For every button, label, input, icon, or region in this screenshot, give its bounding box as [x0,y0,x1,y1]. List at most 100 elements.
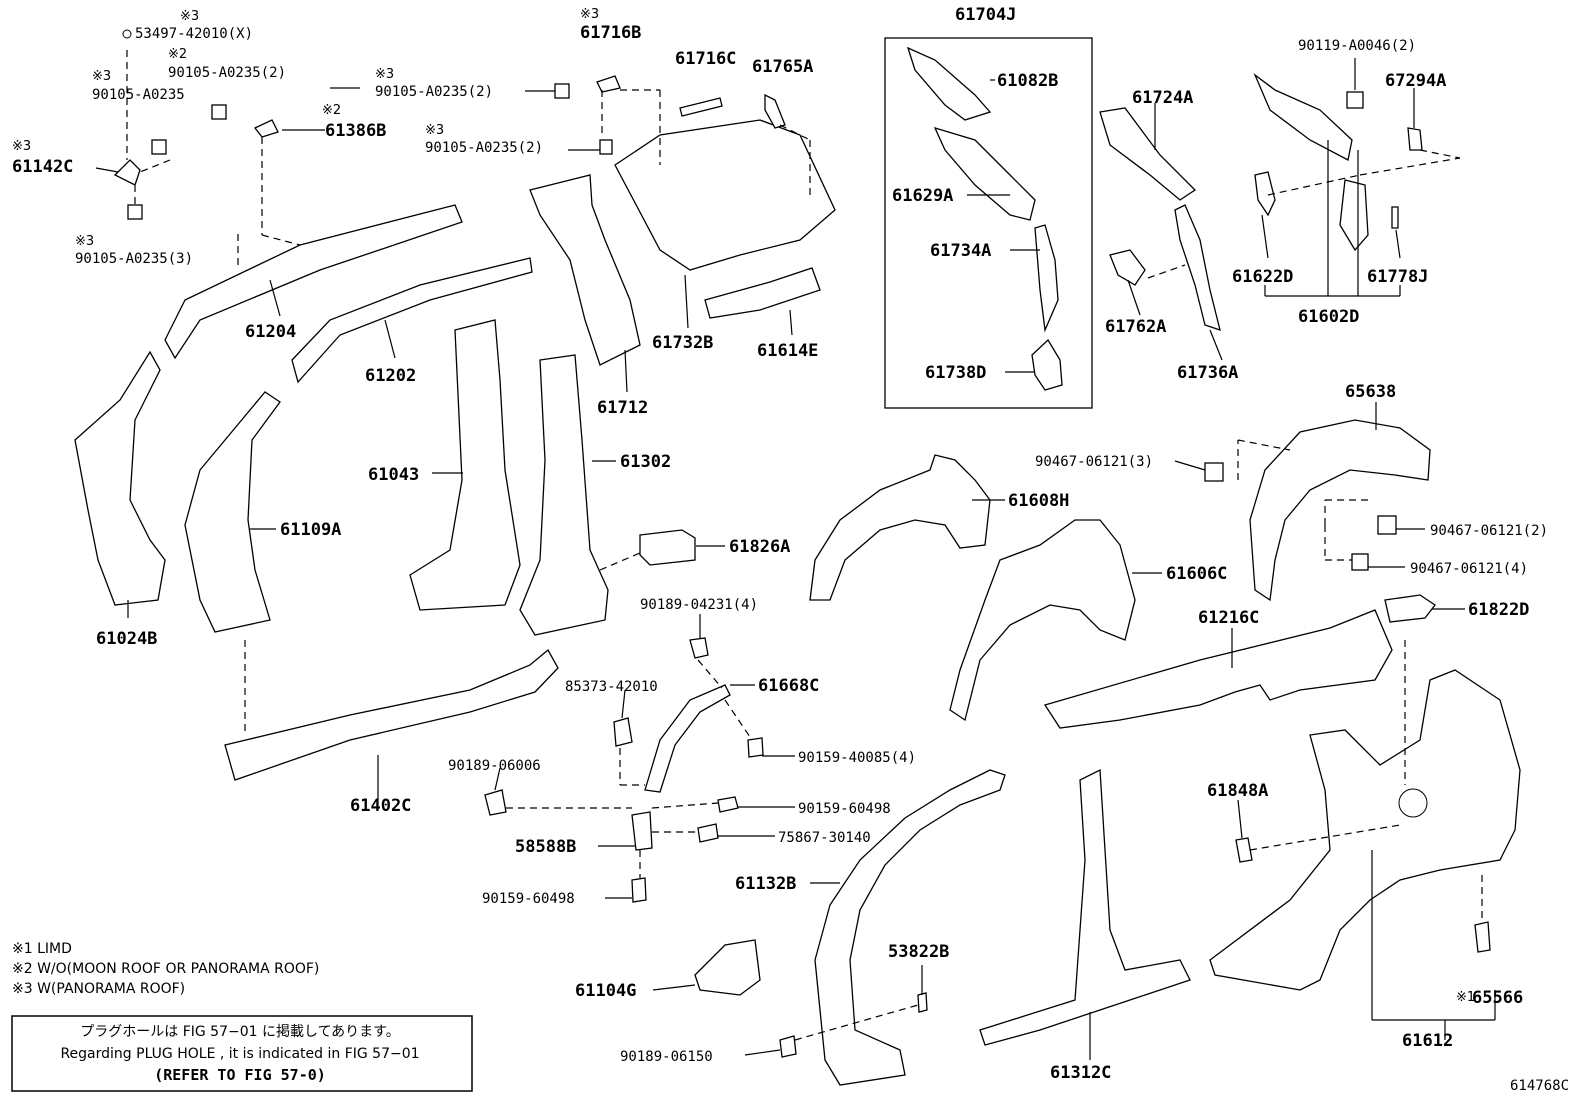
label-61402c: 61402C [350,796,411,816]
part-61778j-clip [1391,206,1399,229]
part-61104g [694,939,761,996]
part-61024b [74,350,166,606]
part-61822d [1384,594,1436,623]
part-61202 [291,257,533,384]
bolt-icons [122,29,1364,220]
notice-frame [11,1015,473,1092]
nut-90467-b [1377,515,1397,535]
label-61109a: 61109A [280,520,341,540]
label-90105-a0235-2c: 90105-A0235(2) [425,140,543,156]
label-90467-06121-3: 90467-06121(3) [1035,454,1153,470]
label-61668c: 61668C [758,676,819,696]
label-61822d: 61822D [1468,600,1529,620]
part-61826a [639,529,696,566]
part-61386b [253,119,279,138]
bolt-icon [122,29,132,39]
label-61732b: 61732B [652,333,713,353]
clip-90189-06006 [484,789,507,816]
label-90189-04231: 90189-04231(4) [640,597,758,613]
dashed-connectors [126,50,1483,1041]
notice-reference: (REFER TO FIG 57-0) [154,1066,326,1084]
nut-90467-c [1351,553,1369,571]
label-90105-a0235-2b: 90105-A0235(2) [375,84,493,100]
label-65566: 65566 [1472,988,1523,1008]
clip-85373-42010 [613,717,633,747]
part-61762a [1109,249,1146,286]
part-61734a [1034,224,1059,333]
bolt-icon [599,139,613,155]
legend-w-panorama-roof: ※3 W(PANORAMA ROOF) [12,981,185,997]
bolt-icon [211,104,227,120]
label-61716c: 61716C [675,49,736,69]
label-90467-06121-2: 90467-06121(2) [1430,523,1548,539]
part-61716c [679,97,723,117]
part-61082b [906,46,992,121]
part-61312c [979,768,1191,1046]
label-61216c: 61216C [1198,608,1259,628]
part-67294a [1407,127,1423,151]
label-61024b: 61024B [96,629,157,649]
footnote-mark: ※3 [12,139,31,154]
label-61043: 61043 [368,465,419,485]
label-61622d: 61622D [1232,267,1293,287]
label-58588b: 58588B [515,837,576,857]
label-61104g: 61104G [575,981,636,1001]
bolt-90159-60498-b [631,877,647,903]
label-85373-42010: 85373-42010 [565,679,658,695]
label-90119-a0046: 90119-A0046(2) [1298,38,1416,54]
part-61765a [764,93,786,129]
part-61716b [596,75,621,93]
part-61043 [409,319,521,611]
bolt-90159-40085 [747,737,764,758]
bolt-90159-60498-a [717,796,739,813]
label-61736a: 61736A [1177,363,1238,383]
label-90159-40085: 90159-40085(4) [798,750,916,766]
label-61142c: 61142C [12,157,73,177]
label-61204: 61204 [245,322,296,342]
label-90105-a0235-2a: 90105-A0235(2) [168,65,286,81]
bolt-icon [127,204,143,220]
footnote-mark: ※3 [580,7,599,22]
part-61736a [1174,204,1221,331]
part-53822b [917,992,928,1013]
fuel-filler-opening [1398,788,1428,818]
part-61724a [1099,107,1197,201]
label-90105-a0235: 90105-A0235 [92,87,185,103]
part-61732b [614,119,836,271]
legend-limd: ※1 LIMD [12,941,72,957]
footnote-legend: ※1 LIMD ※2 W/O(MOON ROOF OR PANORAMA ROO… [12,941,319,997]
part-61602d-upper [1253,73,1353,161]
label-53822b: 53822B [888,942,949,962]
label-61738d: 61738D [925,363,986,383]
part-61629a [933,126,1036,221]
footnote-mark: ※1 [1456,990,1475,1005]
part-61204 [164,204,463,360]
label-61629a: 61629A [892,186,953,206]
label-90467-06121-4: 90467-06121(4) [1410,561,1528,577]
part-61712 [529,174,641,366]
label-90189-06150: 90189-06150 [620,1049,713,1065]
part-61614e [704,267,821,319]
bolt-90189-06150 [779,1035,797,1058]
part-labels: ※3 53497-42010(X) ※2 90105-A0235(2) ※3 9… [12,5,1548,1083]
group-box-61704j [884,37,1093,409]
part-61612 [1209,669,1521,991]
part-61109a [184,391,281,633]
label-61202: 61202 [365,366,416,386]
label-61826a: 61826A [729,537,790,557]
part-61778j [1339,179,1369,252]
footnote-mark: ※2 [322,103,341,118]
label-90159-60498-b: 90159-60498 [482,891,575,907]
label-90159-60498-a: 90159-60498 [798,801,891,817]
label-53497-42010: 53497-42010(X) [135,26,253,42]
label-67294a: 67294A [1385,71,1446,91]
part-65638 [1249,419,1431,602]
label-61386b: 61386B [325,121,386,141]
clip-75867-30140 [697,823,719,843]
label-61762a: 61762A [1105,317,1166,337]
label-61614e: 61614E [757,341,818,361]
part-61302 [519,354,609,636]
part-61848a [1235,837,1253,863]
part-61132b [814,769,1006,1086]
part-61402c [224,648,559,781]
